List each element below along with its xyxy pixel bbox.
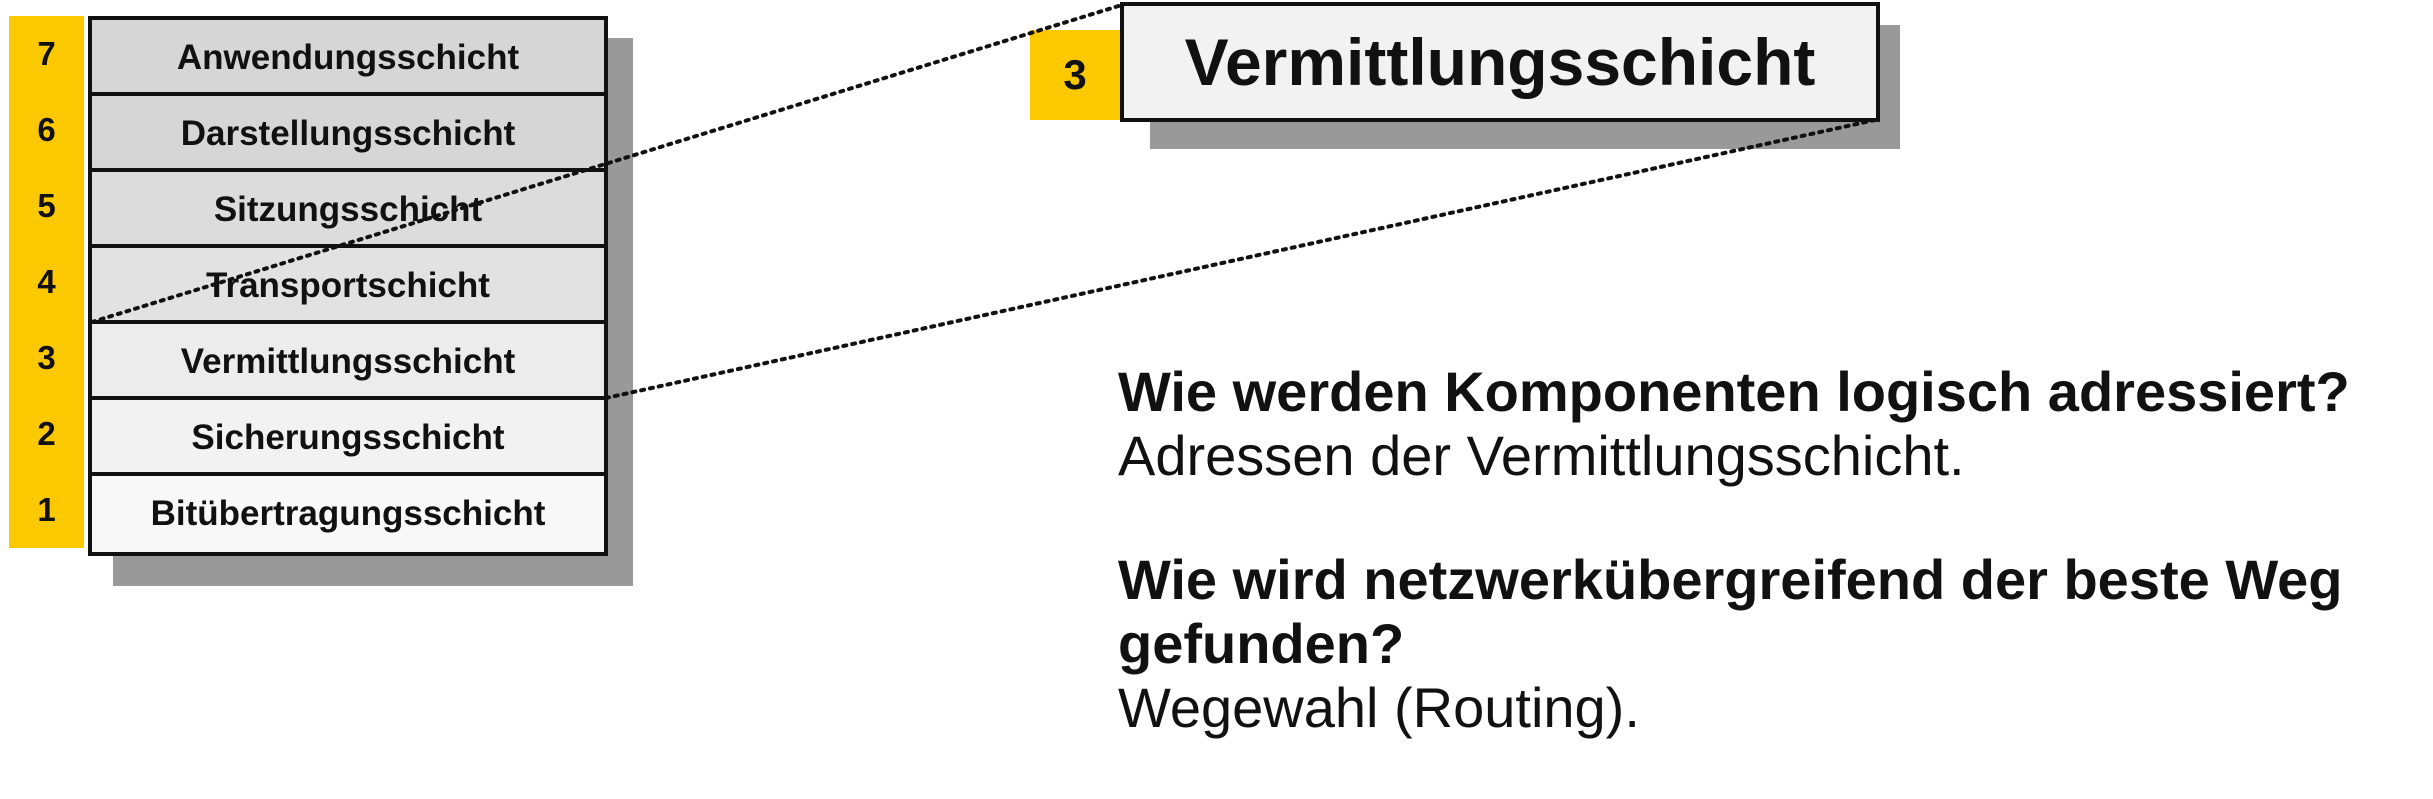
layer-row-2: 2 Sicherungsschicht [0,396,608,480]
layer-label: Sicherungsschicht [88,396,608,480]
layer-row-4: 4 Transportschicht [0,244,608,328]
layer-number: 6 [9,92,84,168]
callout-layer-title: Vermittlungsschicht [1120,2,1880,122]
answer-2: Wegewahl (Routing). [1118,676,1640,739]
layer-number: 2 [9,396,84,472]
question-2: Wie wird netzwerkübergreifend der beste … [1118,548,2343,675]
layer-number: 7 [9,16,84,92]
layer-label: Darstellungsschicht [88,92,608,176]
layer-label: Anwendungsschicht [88,16,608,100]
layer-number: 3 [9,320,84,396]
layer-number: 1 [9,472,84,548]
layer-label: Bitübertragungsschicht [88,472,608,556]
layer-row-5: 5 Sitzungsschicht [0,168,608,252]
callout-layer-number: 3 [1030,30,1120,120]
layer-row-1: 1 Bitübertragungsschicht [0,472,608,556]
layer-label: Transportschicht [88,244,608,328]
layer-label: Sitzungsschicht [88,168,608,252]
layer-label: Vermittlungsschicht [88,320,608,404]
layer-number: 5 [9,168,84,244]
layer-number: 4 [9,244,84,320]
answer-1: Adressen der Vermittlungsschicht. [1118,424,1965,487]
question-1: Wie werden Komponenten logisch adressier… [1118,360,2350,423]
connector-line-bottom [604,118,1877,400]
layer-row-3: 3 Vermittlungsschicht [0,320,608,404]
layer-row-6: 6 Darstellungsschicht [0,92,608,176]
qa-section: Wie werden Komponenten logisch adressier… [1118,360,2418,740]
highlighted-layer-callout: 3 Vermittlungsschicht [1030,0,1910,160]
layer-row-7: 7 Anwendungsschicht [0,16,608,100]
osi-layer-stack: 7 Anwendungsschicht 6 Darstellungsschich… [0,0,640,600]
